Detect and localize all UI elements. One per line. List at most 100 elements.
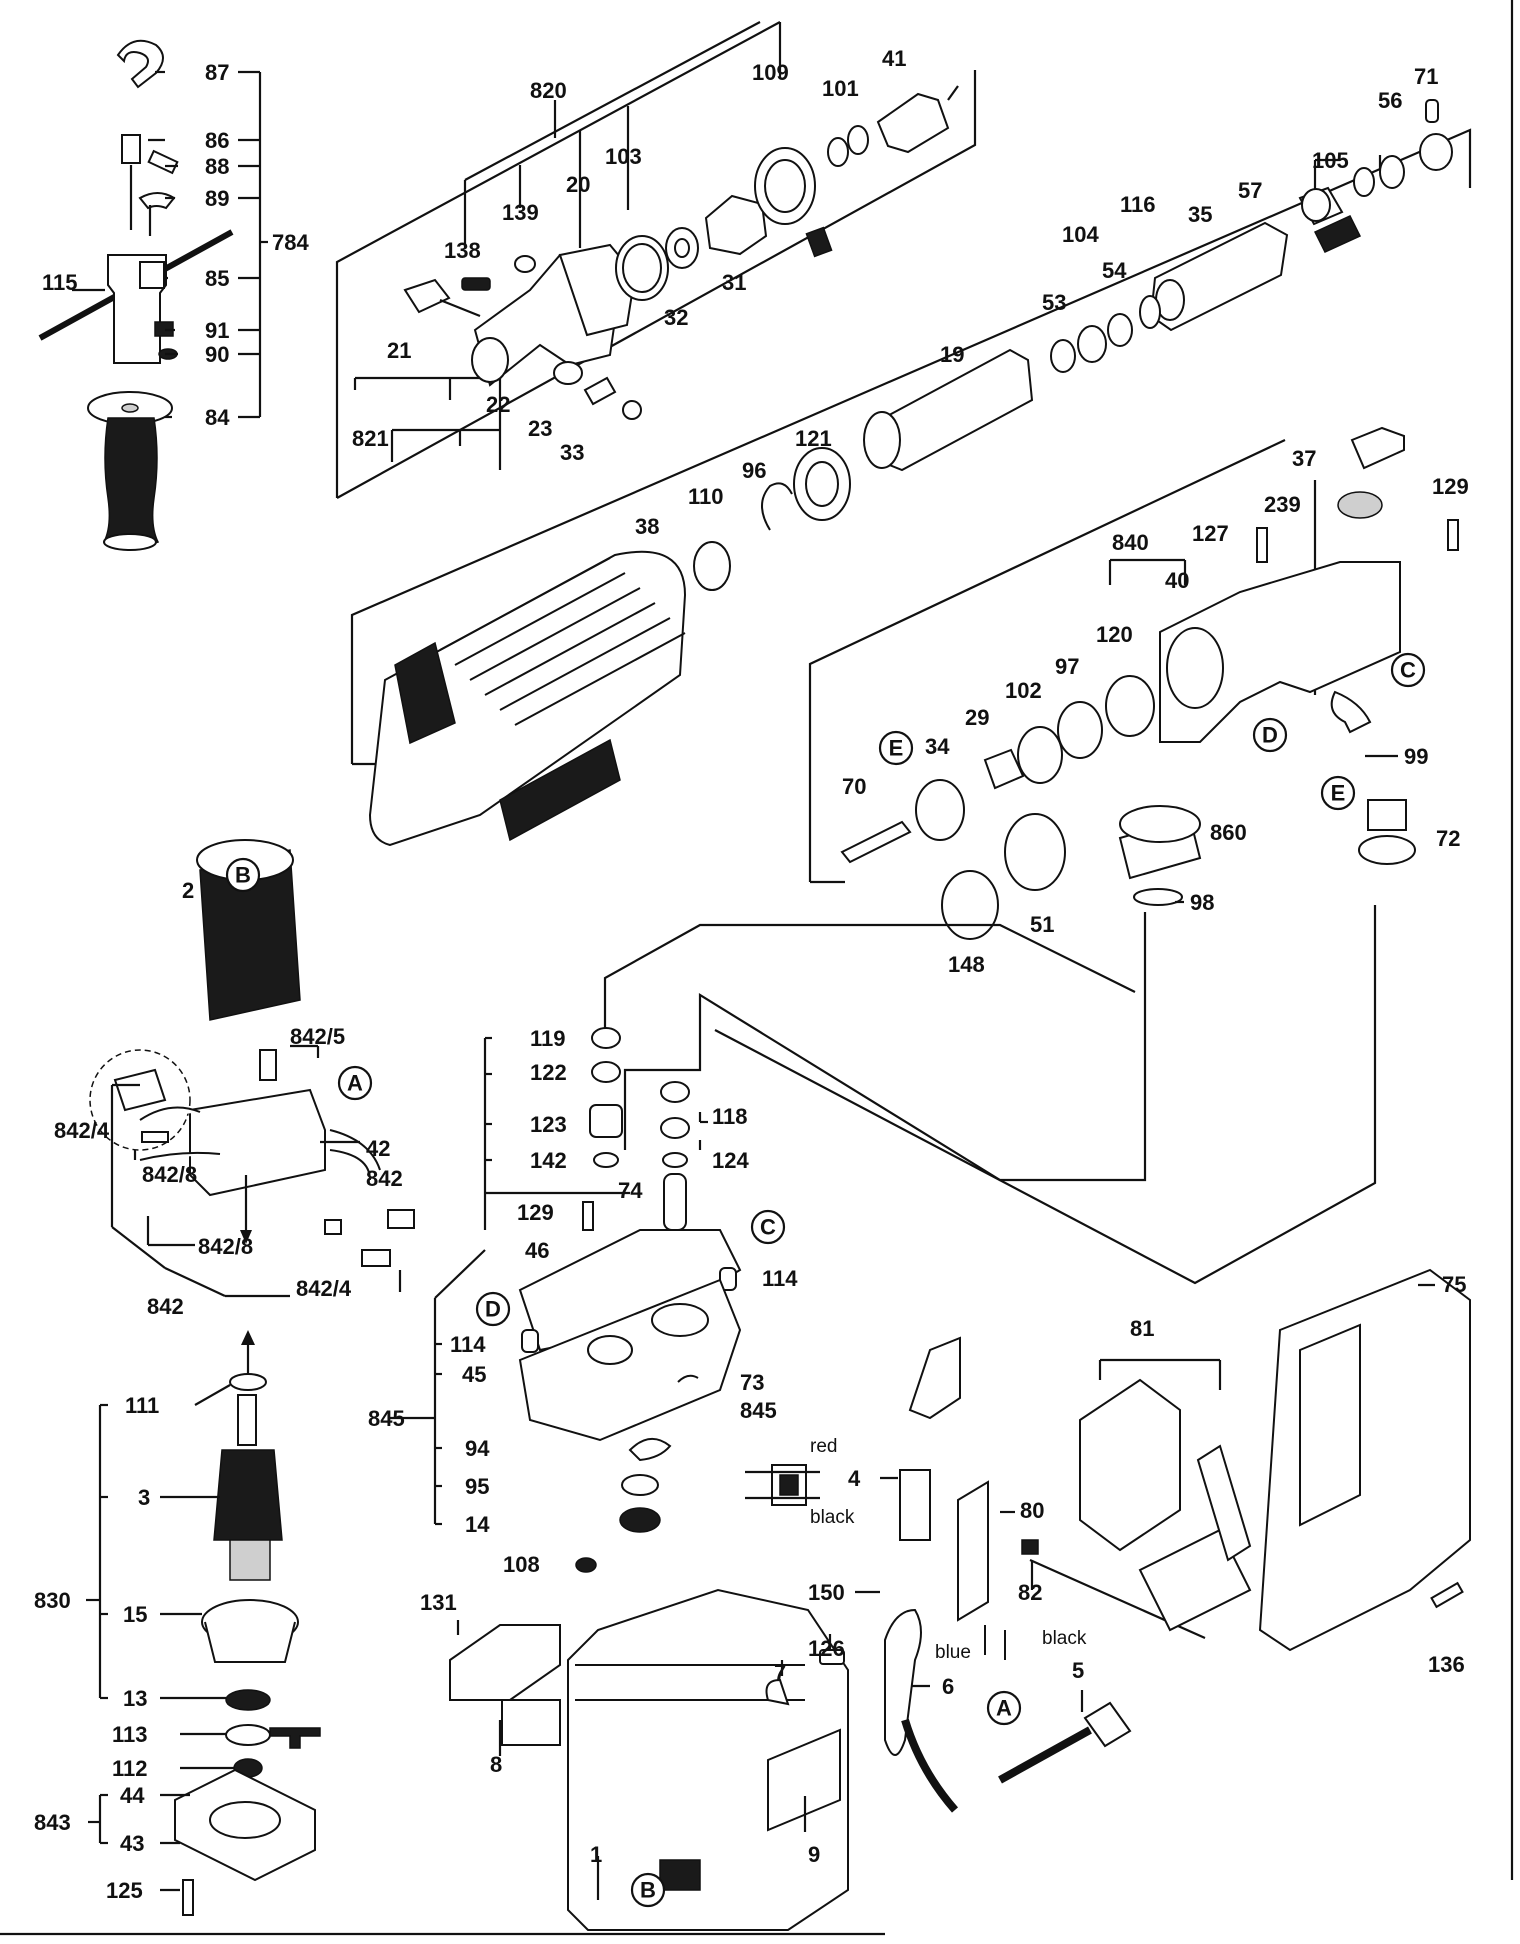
part-37-clip	[1350, 426, 1405, 470]
part-23-spring	[583, 376, 617, 406]
label-139: 139	[502, 200, 539, 225]
label-70: 70	[842, 774, 866, 799]
part-70-connecting-rod	[840, 820, 912, 864]
part-125-screw	[182, 1879, 194, 1916]
part-38-cover	[368, 550, 687, 847]
detail-circle	[89, 1049, 191, 1151]
label-38: 38	[635, 514, 659, 539]
motor-housing-leaders	[456, 1620, 832, 1900]
part-54-washer	[1107, 313, 1133, 347]
part-82-clip	[1021, 1539, 1039, 1555]
label-86: 86	[205, 128, 229, 153]
part-86-bolt-head	[121, 134, 141, 164]
wire-label-red: red	[810, 1436, 837, 1457]
part-99-clip	[1330, 690, 1372, 734]
label-150: 150	[808, 1580, 845, 1605]
part-136-screw	[1430, 1581, 1464, 1609]
label-46: 46	[525, 1238, 549, 1263]
label-239: 239	[1264, 492, 1301, 517]
part-111-ring	[229, 1373, 267, 1391]
label-22: 22	[486, 392, 510, 417]
label-98: 98	[1190, 890, 1214, 915]
part-31-sleeve	[704, 194, 768, 256]
part-40-bore	[1166, 627, 1224, 709]
label-131: 131	[420, 1590, 457, 1615]
part-842-4b	[387, 1209, 415, 1229]
side-handle-labels: 87 86 88 89 784 115 85 91 90 84	[42, 60, 309, 430]
part-84-grip-end	[103, 533, 157, 551]
label-34: 34	[925, 734, 950, 759]
label-114a: 114	[762, 1266, 798, 1291]
part-101-ring	[827, 137, 849, 167]
label-1: 1	[590, 1842, 602, 1867]
callout-d-right: D	[1252, 717, 1288, 753]
part-33-ball	[622, 400, 642, 420]
label-104: 104	[1062, 222, 1099, 247]
part-72-gear	[1358, 835, 1416, 865]
label-51: 51	[1030, 912, 1054, 937]
motor-housing	[449, 1588, 849, 1931]
label-119: 119	[530, 1026, 566, 1051]
part-3-commutator	[229, 1539, 271, 1581]
callout-d-mid: D	[475, 1291, 511, 1327]
part-20-bore	[471, 337, 509, 383]
label-71: 71	[1414, 64, 1438, 89]
part-71-pin	[1425, 99, 1439, 123]
field-assembly-labels: 2 842/5 842/4 842/8 42 842 842/8 842/4 8…	[54, 878, 403, 1319]
label-32: 32	[664, 305, 688, 330]
part-5-plug	[1083, 1701, 1132, 1748]
part-5-cord	[998, 1726, 1092, 1784]
part-80-switch-body	[957, 1480, 989, 1622]
label-94: 94	[465, 1436, 490, 1461]
label-14: 14	[465, 1512, 490, 1537]
label-15: 15	[123, 1602, 147, 1627]
label-108: 108	[503, 1552, 540, 1577]
routing-lines	[603, 905, 1377, 1285]
part-4-switch	[899, 1469, 931, 1541]
label-91: 91	[205, 318, 229, 343]
label-57: 57	[1238, 178, 1262, 203]
part-113-profile	[269, 1727, 321, 1749]
label-96: 96	[742, 458, 766, 483]
part-85-block	[139, 261, 165, 289]
rear-handle	[1079, 1268, 1471, 1652]
label-81: 81	[1130, 1316, 1154, 1341]
part-42-brush-plate	[189, 1088, 326, 1197]
label-142: 142	[530, 1148, 567, 1173]
label-843: 843	[34, 1810, 71, 1835]
label-4: 4	[848, 1466, 861, 1491]
side-handle-leaders	[72, 70, 268, 419]
label-82: 82	[1018, 1580, 1042, 1605]
part-98-washer	[1133, 888, 1183, 906]
svg-text:B: B	[640, 1878, 656, 1903]
label-123: 123	[530, 1112, 567, 1137]
part-51-clutch	[1004, 813, 1066, 891]
label-122: 122	[530, 1060, 567, 1085]
label-126: 126	[808, 1636, 845, 1661]
gear-housing-labels: 37 239 129 840 127 40 120 97 102 29 34 7…	[842, 446, 1469, 977]
armature-labels: 111 3 830 15 13 113 112 44 843 43 125	[34, 1393, 159, 1903]
part-22-sleeve	[553, 361, 583, 385]
part-38-panel	[499, 738, 621, 842]
part-81-handle-base	[1138, 1528, 1252, 1632]
switch-and-cord	[884, 1336, 1132, 1813]
part-842-4c	[361, 1249, 391, 1267]
label-842a: 842	[366, 1166, 403, 1191]
part-102-ring	[1017, 726, 1063, 784]
wire-label-blue: blue	[935, 1642, 971, 1663]
part-21-latch	[403, 278, 451, 314]
label-20: 20	[566, 172, 590, 197]
callout-c-mid: C	[750, 1209, 786, 1245]
part-148-ring	[941, 870, 999, 940]
part-95-bearing	[621, 1474, 659, 1496]
label-73: 73	[740, 1370, 764, 1395]
part-842-8b	[324, 1219, 342, 1235]
armature-assembly	[174, 1330, 321, 1916]
part-1-vent	[659, 1859, 701, 1891]
part-87-clamp-band	[116, 39, 164, 89]
label-5: 5	[1072, 1658, 1084, 1683]
label-44: 44	[120, 1783, 145, 1808]
label-784: 784	[272, 230, 309, 255]
callout-e-right: E	[1320, 775, 1356, 811]
